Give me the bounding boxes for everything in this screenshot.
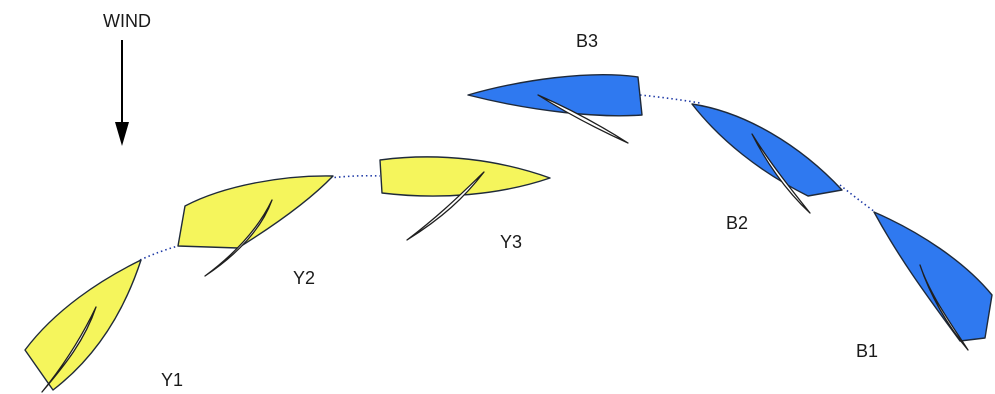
boat-b3-sail xyxy=(537,94,629,144)
yellow-track xyxy=(139,245,179,261)
boat-y2-hull xyxy=(177,175,334,249)
boat-label-y1: Y1 xyxy=(161,370,183,390)
boat-y1-sail xyxy=(41,306,97,393)
down-arrow-icon xyxy=(115,40,129,146)
blue-track-lower xyxy=(839,184,876,213)
boat-b1 xyxy=(873,211,993,351)
boat-b1-hull xyxy=(873,211,993,342)
boat-label-b3: B3 xyxy=(576,31,598,51)
wind-label: WIND xyxy=(103,11,151,31)
boat-b1-sail xyxy=(919,264,969,351)
boat-b2 xyxy=(691,103,843,214)
boat-y3 xyxy=(379,156,551,241)
boat-label-b2: B2 xyxy=(726,213,748,233)
boat-y1-hull xyxy=(24,259,142,391)
boat-y1 xyxy=(24,259,142,393)
boat-b3-hull xyxy=(467,74,643,117)
boat-label-b1: B1 xyxy=(856,341,878,361)
boat-y3-sail xyxy=(406,171,485,241)
boat-y2-sail xyxy=(204,199,273,277)
boat-y3-hull xyxy=(379,156,551,197)
yellow-track-upper xyxy=(329,174,381,179)
boat-y2 xyxy=(177,175,334,277)
boat-b2-hull xyxy=(691,103,843,197)
blue-track-upper xyxy=(639,94,701,104)
boat-label-y3: Y3 xyxy=(500,232,522,252)
boat-b3 xyxy=(467,74,643,144)
boat-b2-sail xyxy=(751,133,811,214)
boat-label-y2: Y2 xyxy=(293,268,315,288)
